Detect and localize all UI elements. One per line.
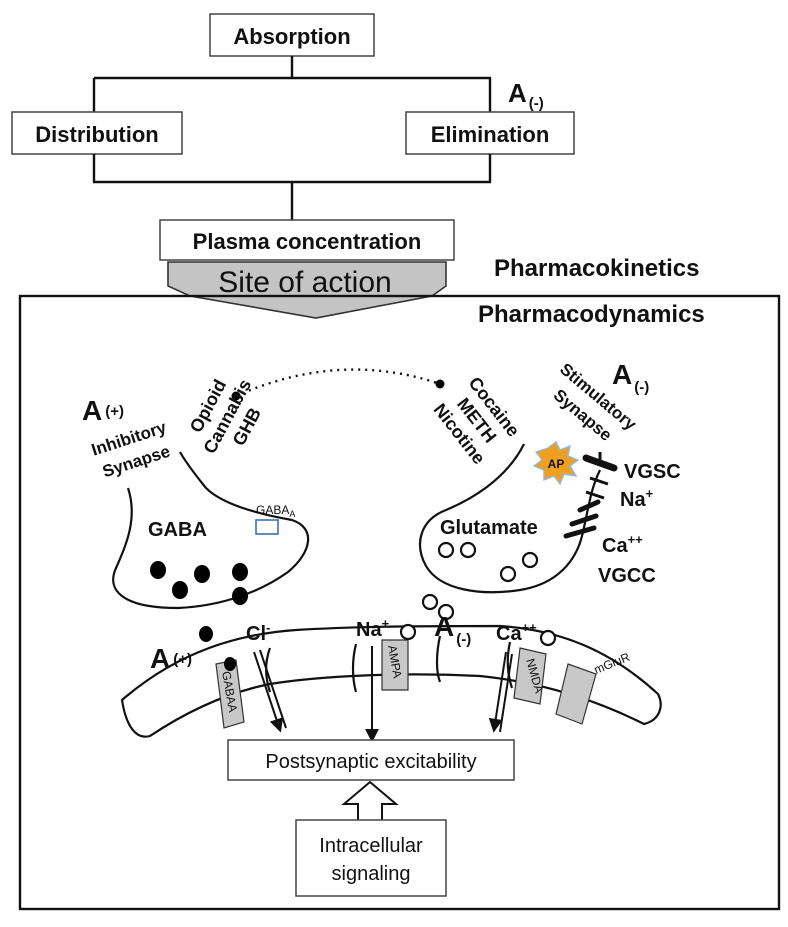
intracellular-signaling-line1: Intracellular — [319, 835, 423, 857]
postsynaptic-a-plus-marker: A(+) — [150, 643, 192, 674]
plasma-concentration-box — [159, 219, 455, 261]
glutamate-vesicle — [521, 551, 539, 569]
gabaa-autoreceptor-label: GABAA — [256, 503, 295, 519]
inhibitory-synapse-label: Inhibitory Synapse — [89, 418, 172, 482]
stimulatory-drug-list: Cocaine METH Nicotine — [430, 373, 524, 468]
elimination-connector — [92, 154, 492, 220]
signaling-up-arrow — [341, 780, 399, 820]
glutamate-label: Glutamate — [440, 517, 538, 539]
glutamate-molecule — [399, 623, 417, 641]
inhibitory-drug-list: Opioid Cannabis GHB — [186, 376, 265, 457]
inhibitory-a-marker: A(+) — [82, 395, 124, 426]
stimulatory-presynaptic-terminal — [418, 443, 601, 594]
distribution-box — [11, 111, 183, 155]
ampa-receptor-label: AMPA — [385, 644, 405, 679]
released-glutamate — [437, 603, 455, 621]
mglur-receptor-label: mGluR — [592, 650, 632, 677]
membrane-segment-divider — [435, 635, 442, 683]
gaba-molecule — [199, 626, 213, 642]
intracellular-signaling-line2: signaling — [332, 863, 411, 885]
elimination-label: Elimination — [431, 122, 550, 147]
postsynaptic-excitability-box — [227, 739, 515, 781]
postsynaptic-sodium-label: Na+ — [356, 616, 390, 641]
absorption-connector — [92, 56, 492, 112]
mglur-receptor — [555, 663, 597, 725]
glutamate-vesicle — [459, 541, 477, 559]
plasma-concentration-label: Plasma concentration — [193, 229, 422, 254]
chloride-influx-arrow — [253, 651, 284, 733]
pharmacokinetics-heading: Pharmacokinetics — [494, 255, 699, 282]
action-potential-burst — [532, 440, 580, 486]
presynaptic-calcium-label: Ca++ — [602, 532, 643, 557]
stimulatory-a-marker: A(-) — [612, 359, 649, 396]
released-glutamate — [421, 593, 439, 611]
vgsc-label: VGSC — [624, 461, 681, 483]
chloride-label: Cl- — [246, 620, 270, 645]
gaba-vesicle — [172, 581, 188, 599]
drug-link-end — [435, 379, 445, 389]
site-of-action-funnel — [167, 261, 447, 319]
pharmacodynamics-heading: Pharmacodynamics — [478, 301, 705, 328]
presynaptic-sodium-label: Na+ — [620, 486, 654, 511]
postsynaptic-a-minus-marker: A(-) — [434, 611, 471, 648]
postsynaptic-excitability-label: Postsynaptic excitability — [265, 751, 476, 773]
gabaa-autoreceptor — [255, 519, 279, 535]
ampa-receptor — [381, 639, 409, 691]
postsynaptic-calcium-label: Ca++ — [496, 620, 537, 645]
gaba-label: GABA — [148, 519, 207, 541]
glutamate-vesicle — [437, 541, 455, 559]
distribution-label: Distribution — [35, 122, 158, 147]
calcium-influx-arrow — [499, 653, 513, 733]
gaba-vesicle — [194, 565, 210, 583]
elimination-a-marker: A(-) — [508, 78, 544, 112]
membrane-segment-divider — [506, 641, 514, 689]
nmda-receptor — [513, 647, 547, 705]
pharmacodynamics-frame — [18, 294, 781, 911]
calcium-influx-arrow — [488, 651, 507, 733]
site-of-action-label: Site of action — [218, 266, 391, 299]
intracellular-signaling-box — [295, 819, 447, 897]
chloride-influx-arrow — [259, 649, 287, 729]
vgcc-label: VGCC — [598, 565, 656, 587]
drug-link-end — [231, 391, 241, 401]
vgcc-channel — [563, 499, 601, 539]
vgsc-gate — [585, 452, 609, 500]
gaba-molecule — [224, 657, 236, 671]
absorption-box — [209, 13, 375, 57]
gaba-vesicle — [150, 561, 166, 579]
glutamate-vesicle — [499, 565, 517, 583]
membrane-segment-divider — [351, 643, 358, 693]
action-potential-label: AP — [548, 457, 565, 471]
drug-link-dotted-arc — [235, 368, 441, 398]
absorption-label: Absorption — [233, 24, 350, 49]
gaba-vesicle — [232, 587, 248, 605]
inhibitory-presynaptic-terminal — [112, 451, 310, 610]
glutamate-molecule — [539, 629, 557, 647]
gaba-vesicle — [232, 563, 248, 581]
